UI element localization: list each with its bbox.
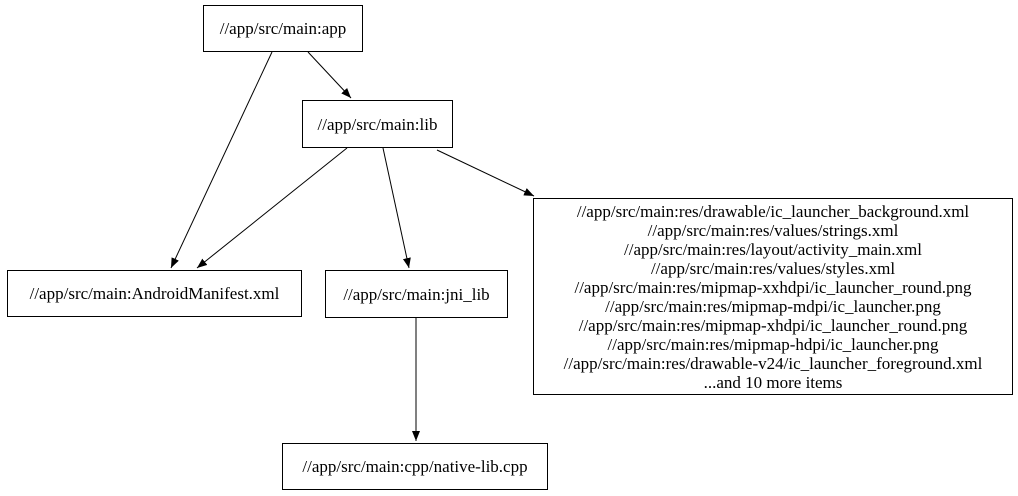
- edge-lib-to-jni-lib: [382, 147, 411, 269]
- resource-line: //app/src/main:res/mipmap-xhdpi/ic_launc…: [578, 315, 968, 335]
- node-jni-lib: //app/src/main:jni_lib: [325, 270, 508, 318]
- edge-lib-to-resources: [436, 149, 535, 197]
- resource-line: //app/src/main:res/values/strings.xml: [647, 220, 899, 240]
- node-android-manifest: //app/src/main:AndroidManifest.xml: [7, 270, 302, 317]
- resource-line: //app/src/main:res/drawable/ic_launcher_…: [576, 201, 970, 221]
- node-native-lib-cpp-label: //app/src/main:cpp/native-lib.cpp: [302, 457, 528, 476]
- edge-app-to-manifest: [170, 51, 273, 269]
- edge-lib-to-manifest: [196, 147, 348, 269]
- resource-line: //app/src/main:res/values/styles.xml: [650, 258, 896, 278]
- node-lib: //app/src/main:lib: [302, 100, 453, 148]
- resource-line: ...and 10 more items: [703, 372, 843, 392]
- node-app-label: //app/src/main:app: [219, 19, 347, 38]
- node-native-lib-cpp: //app/src/main:cpp/native-lib.cpp: [282, 443, 548, 490]
- node-app: //app/src/main:app: [203, 5, 363, 52]
- node-jni-lib-label: //app/src/main:jni_lib: [343, 284, 490, 304]
- resource-line: //app/src/main:res/mipmap-hdpi/ic_launch…: [607, 334, 939, 354]
- resource-line: //app/src/main:res/drawable-v24/ic_launc…: [563, 353, 983, 373]
- resource-line: //app/src/main:res/mipmap-mdpi/ic_launch…: [605, 296, 941, 316]
- resource-line: //app/src/main:res/mipmap-xxhdpi/ic_laun…: [574, 277, 972, 297]
- node-resources-group: //app/src/main:res/drawable/ic_launcher_…: [533, 198, 1013, 395]
- resource-line: //app/src/main:res/layout/activity_main.…: [624, 239, 922, 259]
- edge-app-to-lib: [307, 51, 352, 99]
- node-android-manifest-label: //app/src/main:AndroidManifest.xml: [29, 284, 280, 303]
- node-lib-label: //app/src/main:lib: [317, 114, 438, 134]
